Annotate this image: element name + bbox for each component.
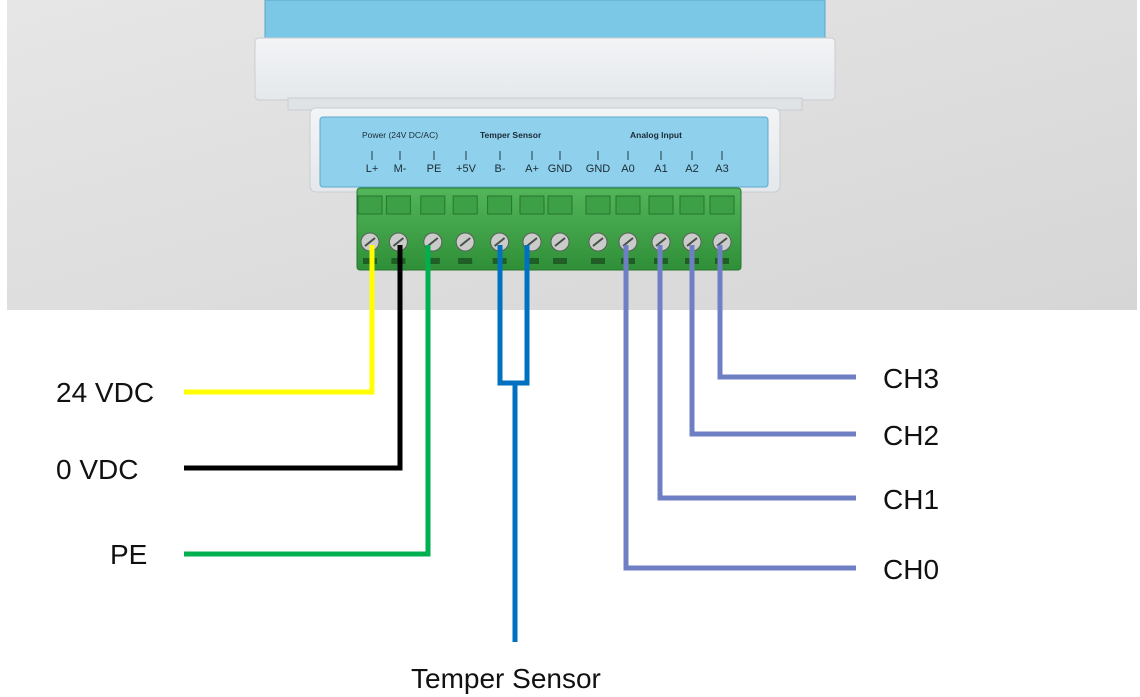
terminal-label: GND [548,163,573,175]
terminal-label: A+ [525,163,539,175]
group-temper-label: Temper Sensor [480,130,542,140]
panel-tick-marks [371,151,723,160]
terminal-clamp [385,195,411,215]
screw-slot [427,237,439,247]
terminal-clamp [452,195,478,215]
screw-slot [459,237,471,247]
terminal-window [363,258,377,264]
wire-label-ch0: CH0 [883,554,940,585]
device-housing-upper [254,37,836,101]
terminal-window [553,258,567,264]
terminal-window [685,258,699,264]
terminal-window [391,258,406,264]
terminal-label: L+ [366,163,379,175]
screw-slot [716,237,728,247]
screw-slot [655,237,667,247]
terminal-clamp [648,195,674,215]
screw-slot [364,237,376,247]
screw-slot [686,237,698,247]
terminal-clamp [615,195,641,215]
terminal-label: +5V [456,163,477,175]
terminal-window [621,258,635,264]
terminal-clamp [709,195,735,215]
terminal-clamp [585,195,611,215]
screw-slot [554,237,566,247]
screw-slot [392,237,405,247]
terminal-window [492,258,507,264]
wire-label-ch1: CH1 [883,484,940,515]
terminal-window [654,258,668,264]
terminal-label: A2 [685,163,698,175]
screw-slot [493,237,506,247]
terminal-label: PE [427,163,442,175]
wire-label-ch2: CH2 [883,420,940,451]
terminal-clamp [519,195,545,215]
terminal-window [591,258,605,264]
group-power-label: Power (24V DC/AC) [362,130,438,140]
terminal-clamp [487,195,513,215]
terminal-label-panel [319,116,769,188]
wire-label-0vdc: 0 VDC [56,454,139,485]
terminal-label: A1 [654,163,667,175]
terminal-clamp [679,195,705,215]
wire-label-ch3: CH3 [883,363,940,394]
wire-label-temper-sensor: Temper Sensor [411,663,601,694]
terminal-window [715,258,729,264]
wire-label-24vdc: 24 VDC [56,377,155,408]
terminal-label: A3 [715,163,728,175]
terminal-label: A0 [621,163,634,175]
terminal-window [458,258,473,264]
terminal-window [425,258,440,264]
screw-slot [622,237,634,247]
wire-label-pe: PE [110,539,148,570]
screw-slot [592,237,604,247]
terminal-clamp [547,195,573,215]
terminal-window [525,258,539,264]
terminal-clamp [420,195,446,215]
device-top-label [264,0,826,41]
terminal-label: M- [394,163,407,175]
terminal-label: GND [586,163,611,175]
group-analog-label: Analog Input [630,130,682,140]
screw-slot [526,237,538,247]
terminal-labels: L+ M- PE +5V B- A+ GND GND A0 A1 A2 A3 [366,163,729,175]
terminal-label: B- [495,163,506,175]
terminal-clamp [357,195,383,215]
